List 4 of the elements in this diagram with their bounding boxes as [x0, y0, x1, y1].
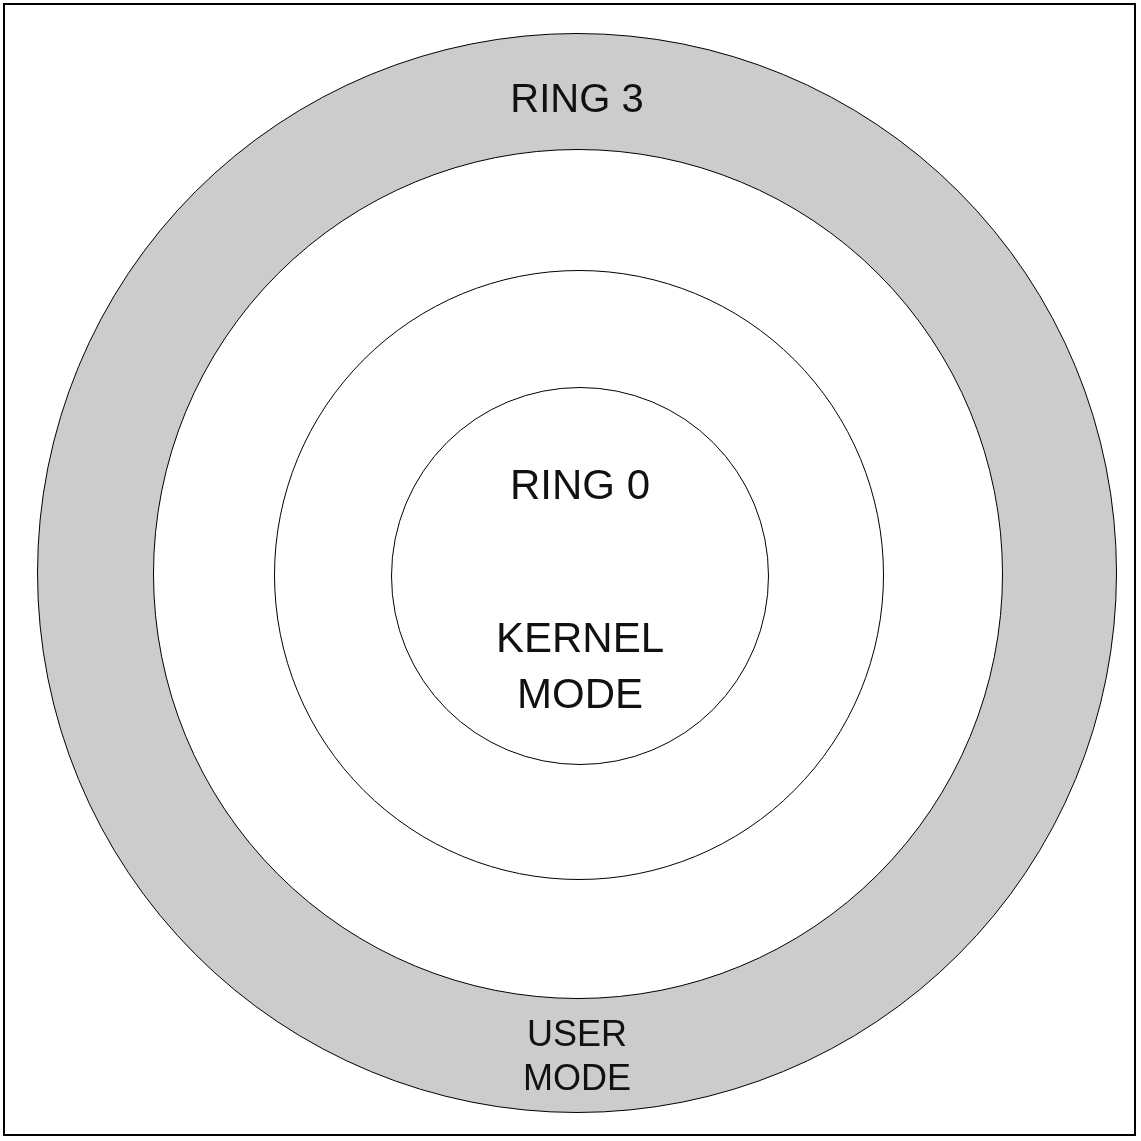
ring-label: RING 0 — [509, 460, 651, 510]
mode-label: USER MODE — [522, 1012, 632, 1100]
mode-label: KERNEL MODE — [494, 613, 666, 719]
ring-label: RING 3 — [509, 75, 645, 122]
